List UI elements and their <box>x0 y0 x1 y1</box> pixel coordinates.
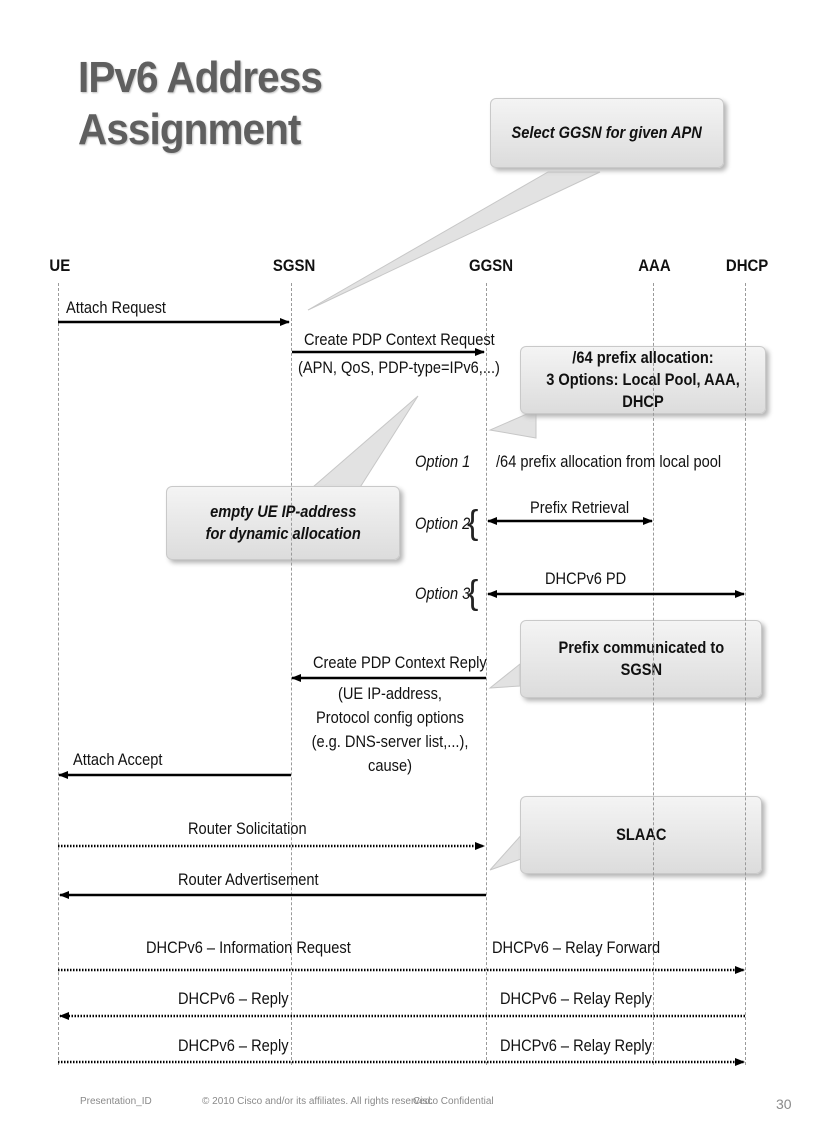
reply-param-line-1: (UE IP-address, <box>337 684 443 703</box>
dhcpv6-relay-reply-label-1: DHCPv6 – Relay Reply <box>500 989 652 1008</box>
prefix-communicated-line-1: Prefix communicated to <box>558 638 724 657</box>
attach-request-label: Attach Request <box>66 298 166 317</box>
prefix-retrieval-label: Prefix Retrieval <box>530 498 630 517</box>
prefix-communicated-callout: Prefix communicated to SGSN <box>520 620 762 698</box>
create-pdp-request-params: (APN, QoS, PDP-type=IPv6,...) <box>298 358 500 377</box>
option-2-label: Option 2 <box>415 514 471 533</box>
entity-ue: UE <box>49 256 71 275</box>
title-line-1: IPv6 Address <box>78 53 323 102</box>
option-1-label: Option 1 <box>415 452 471 471</box>
lifeline-ue <box>58 283 59 1065</box>
footer-confidential: Cisco Confidential <box>413 1096 494 1107</box>
router-advertisement-label: Router Advertisement <box>178 870 319 889</box>
lifeline-ggsn <box>486 283 487 1065</box>
footer-copyright: © 2010 Cisco and/or its affiliates. All … <box>202 1096 434 1107</box>
select-ggsn-text: Select GGSN for given APN <box>511 123 703 142</box>
slide-title: IPv6 Address Assignment <box>78 52 323 156</box>
router-solicitation-label: Router Solicitation <box>188 819 307 838</box>
prefix-communicated-line-2: SGSN <box>620 660 662 679</box>
local-pool-label: /64 prefix allocation from local pool <box>496 452 722 471</box>
dhcpv6-pd-label: DHCPv6 PD <box>545 569 627 588</box>
dhcpv6-reply-label-1: DHCPv6 – Reply <box>178 989 289 1008</box>
empty-ue-line-1: empty UE IP-address <box>209 502 357 521</box>
empty-ue-callout: empty UE IP-address for dynamic allocati… <box>166 486 400 560</box>
dhcpv6-relay-forward-label: DHCPv6 – Relay Forward <box>492 938 661 957</box>
entity-dhcp: DHCP <box>725 256 769 275</box>
option-3-label: Option 3 <box>415 584 471 603</box>
prefix-allocation-line-1: /64 prefix allocation: <box>572 348 714 367</box>
empty-ue-line-2: for dynamic allocation <box>205 524 361 543</box>
attach-accept-label: Attach Accept <box>73 750 163 769</box>
create-pdp-reply-label: Create PDP Context Reply <box>313 653 487 672</box>
lifeline-aaa <box>653 283 654 1065</box>
entity-aaa: AAA <box>638 256 671 275</box>
prefix-allocation-callout-tail <box>488 409 537 439</box>
entity-sgsn: SGSN <box>272 256 316 275</box>
create-pdp-reply-params: (UE IP-address, Protocol config options … <box>290 682 490 778</box>
lifeline-dhcp <box>745 283 746 1065</box>
create-pdp-request-label: Create PDP Context Request <box>304 330 495 349</box>
prefix-allocation-callout: /64 prefix allocation: 3 Options: Local … <box>520 346 766 414</box>
title-line-2: Assignment <box>78 105 301 154</box>
entity-ggsn: GGSN <box>469 256 514 275</box>
dhcpv6-info-request-label: DHCPv6 – Information Request <box>146 938 351 957</box>
footer-presentation-id: Presentation_ID <box>80 1096 152 1107</box>
slaac-callout: SLAAC <box>520 796 762 874</box>
reply-param-line-2: Protocol config options <box>316 708 464 727</box>
reply-param-line-4: cause) <box>368 756 412 775</box>
option-2-brace: { <box>467 504 479 542</box>
page-number: 30 <box>776 1096 792 1112</box>
select-ggsn-callout-tail <box>307 171 601 311</box>
dhcpv6-relay-reply-label-2: DHCPv6 – Relay Reply <box>500 1036 652 1055</box>
select-ggsn-callout: Select GGSN for given APN <box>490 98 724 168</box>
dhcpv6-reply-label-2: DHCPv6 – Reply <box>178 1036 289 1055</box>
reply-param-line-3: (e.g. DNS-server list,...), <box>311 732 469 751</box>
option-3-brace: { <box>467 574 479 612</box>
